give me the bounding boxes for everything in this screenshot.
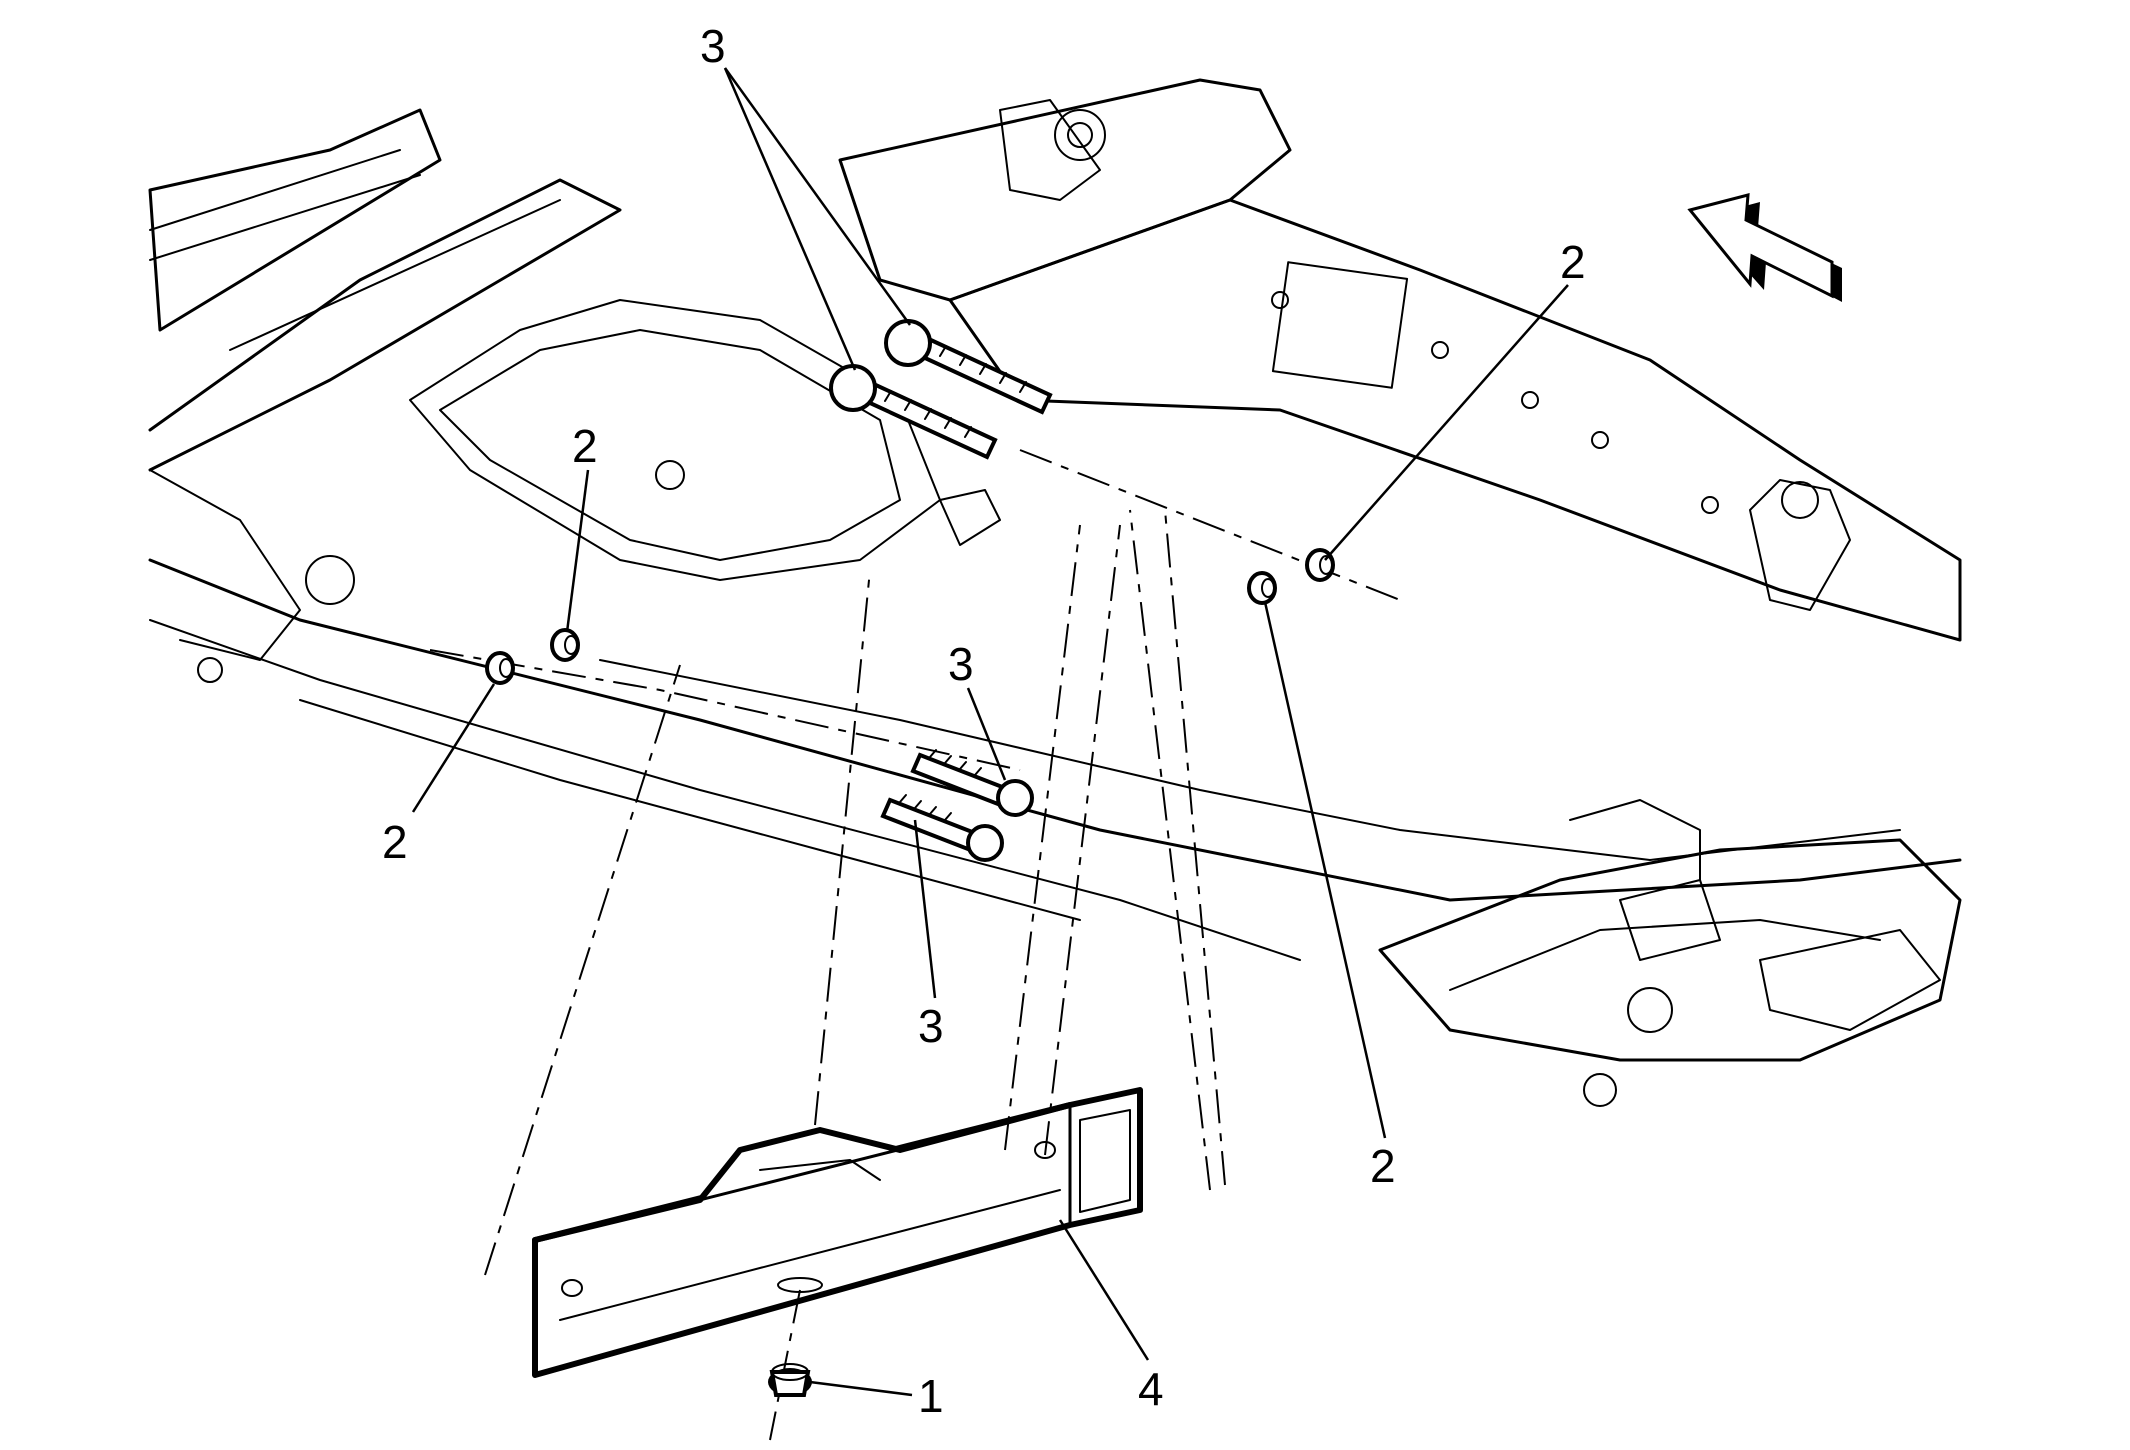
spacer-mid-left-a [550,628,580,662]
bolt-top-a [884,319,1053,415]
spacer-mid-left-b [485,651,515,685]
bolt-top-b [829,364,998,460]
callout-spacer-mid-left: 2 [572,420,598,472]
transmission-crossmember [532,1087,1143,1378]
vehicle-frame-background [148,78,1962,1107]
callout-spacer-lower-left: 2 [382,816,408,868]
spacer-top-right-b [1247,571,1277,605]
bolt-part-3 [829,319,1053,862]
nut-part-1 [768,1363,812,1397]
callout-bolt-mid-lower: 3 [918,1000,944,1052]
front-direction-arrow-icon [1687,193,1842,302]
callout-leader-lines [411,67,1569,1397]
bolt-mid-lower [880,794,1004,862]
bolt-mid-upper [910,749,1034,817]
callout-spacer-top-right: 2 [1560,236,1586,288]
callout-crossmember-4: 4 [1138,1363,1164,1415]
callout-labels: 1 2 2 2 2 3 3 3 4 [382,20,1586,1422]
callout-bolt-mid-upper: 3 [948,638,974,690]
callout-spacer-lower-right: 2 [1370,1140,1396,1192]
callout-bolts-top: 3 [700,20,726,72]
callout-nut-1: 1 [918,1370,944,1422]
